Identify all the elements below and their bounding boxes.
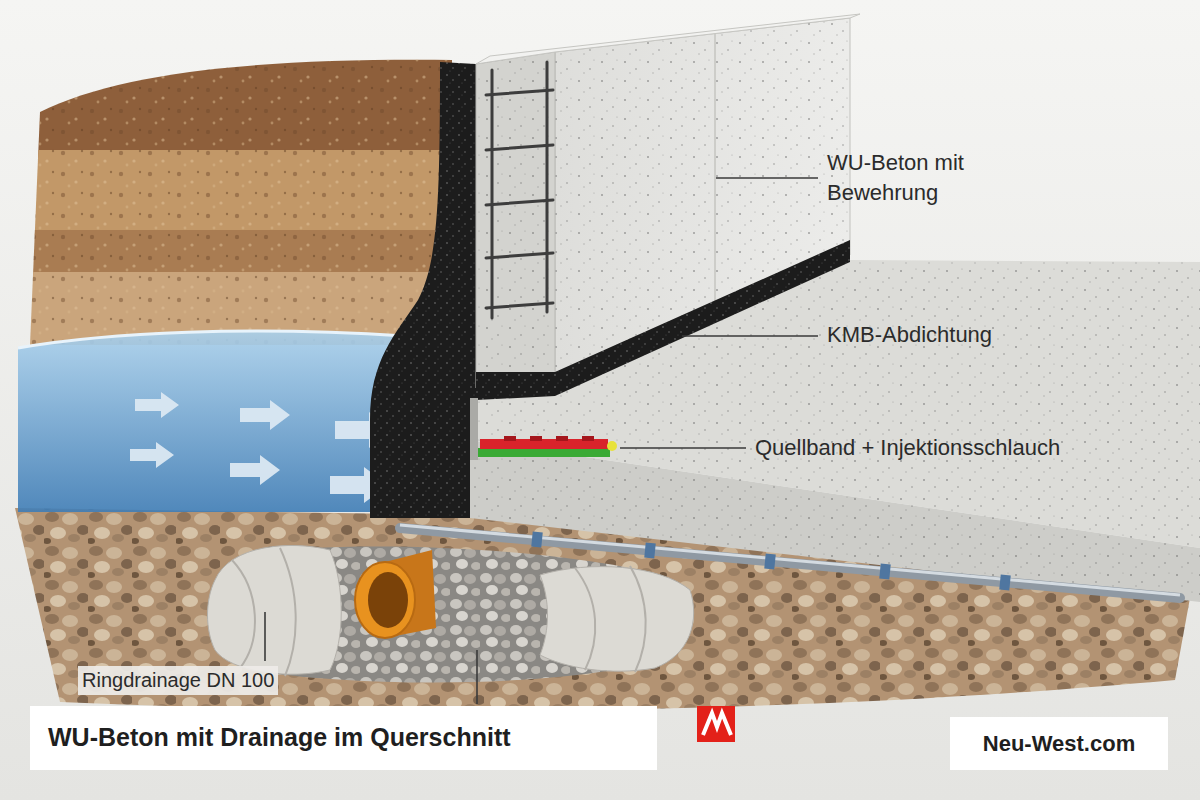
logo [697, 706, 735, 742]
callout-label: Quellband + Injektionsschlauch [755, 433, 1060, 463]
leader-line [716, 177, 818, 179]
wall-texture [555, 18, 850, 388]
flow-arrow [240, 400, 290, 430]
stirrup [486, 90, 553, 95]
coupling [1000, 582, 1010, 583]
stirrup [486, 253, 553, 258]
rebar [491, 70, 494, 318]
wall-top [476, 14, 860, 64]
tape-rib [556, 436, 568, 441]
coupling [532, 539, 542, 540]
flow-arrow [130, 442, 174, 468]
water-arrows [130, 392, 393, 503]
sealing-layer [370, 62, 476, 518]
leader-line [620, 447, 746, 449]
callout-label: KMB-Abdichtung [827, 320, 992, 350]
flow-arrow [230, 455, 280, 485]
tape-rib [504, 436, 516, 441]
stirrup [486, 145, 553, 150]
wall-section-texture [476, 52, 555, 388]
callout-label: WU-Beton mit Bewehrung [827, 148, 1007, 207]
water-surface [18, 331, 405, 348]
tape-rib [530, 436, 542, 441]
ring-drainage [208, 545, 694, 682]
stirrup [486, 200, 553, 205]
leader-line [264, 612, 266, 661]
geotextile-fold [232, 548, 296, 676]
drain-pipe-end [355, 562, 415, 638]
logo-mark [703, 713, 731, 735]
leader-lines [265, 178, 818, 704]
kmb-coating [476, 240, 850, 400]
tape-green [478, 448, 610, 457]
joint-plate [470, 398, 478, 460]
geotextile-fold [575, 566, 646, 672]
wall-face [555, 18, 850, 388]
tape-rib [582, 436, 594, 441]
hose-end [607, 441, 617, 451]
title: WU-Beton mit Drainage im Querschnitt [30, 706, 657, 770]
rebar [546, 62, 549, 312]
flow-arrow [135, 392, 179, 418]
leader-line [476, 650, 478, 704]
drain-pipe-bore [368, 572, 408, 628]
soil-texture [20, 50, 460, 350]
callout-label: Ringdrainage DN 100 [78, 666, 278, 695]
reinforcement [486, 62, 553, 318]
coupling [880, 571, 890, 572]
coupling [645, 550, 655, 551]
stirrup [486, 303, 553, 308]
groundwater [18, 331, 405, 512]
geotextile [208, 545, 342, 674]
panel-joint [714, 34, 716, 316]
coupling [765, 561, 775, 562]
leader-line [682, 335, 818, 337]
watermark: Neu-West.com [950, 717, 1168, 770]
soil-layers [20, 50, 460, 352]
geotextile [540, 567, 694, 672]
swelling-tape [478, 436, 617, 457]
wall-section [476, 52, 555, 388]
